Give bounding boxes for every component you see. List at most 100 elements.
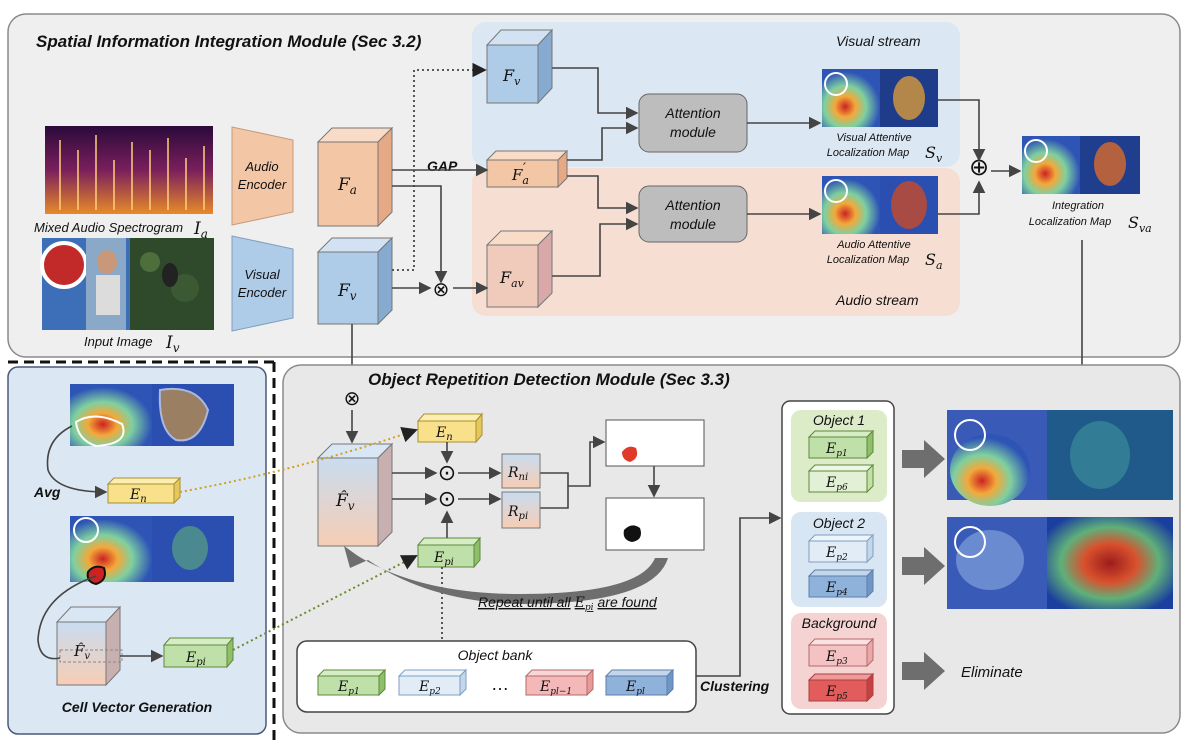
group-object1-label: Object 1 (813, 412, 865, 428)
cell-epi-label: Epi (185, 650, 206, 668)
feature-fv-top-label: Fv (502, 66, 521, 88)
audio-encoder-label-2: Encoder (238, 177, 287, 192)
attention-module-visual (638, 93, 748, 153)
epi-dotted-link (232, 555, 418, 651)
visual-map-caption: Visual Attentive (836, 132, 911, 144)
attention-visual-label: Attention (664, 105, 720, 121)
mask-black-blob (623, 525, 641, 542)
input-image (40, 238, 214, 330)
mask-box-red (605, 419, 705, 467)
feature-fv-label: Fv (337, 281, 357, 303)
cell-avg-arrow (46, 425, 108, 499)
attention-module-audio (638, 185, 748, 243)
input-image-caption: Input Image (84, 334, 153, 349)
visual-encoder-label-2: Encoder (238, 285, 287, 300)
group2-item-2: Ep4 (807, 568, 875, 599)
bank-item-3: Epl−1 (524, 668, 595, 697)
cell-fv-hat-label: F̂v (73, 642, 90, 662)
visual-attentive-map (822, 69, 938, 127)
cell-fv-hat-cube (55, 605, 123, 687)
fv-hat-label: F̂v (335, 491, 355, 513)
bank-item-4: Epl (604, 668, 675, 697)
audio-map-caption: Audio Attentive (836, 239, 911, 251)
attention-audio-label: Attention (664, 197, 720, 213)
audio-attentive-map (822, 176, 938, 234)
bank-ellipsis: … (491, 674, 509, 694)
visual-map-caption-2: Localization Map (827, 147, 910, 159)
rpi-box (501, 491, 541, 529)
result-arrow-2 (902, 547, 945, 585)
dot-operator-1: ⊙ (438, 460, 456, 485)
svg-text:Epl: Epl (625, 679, 645, 697)
result-map-object1 (947, 410, 1173, 506)
object-module-title: Object Repetition Detection Module (Sec … (368, 370, 730, 389)
audio-map-symbol: Sa (925, 250, 943, 272)
audio-stream-label: Audio stream (835, 292, 919, 308)
spectrogram-caption: Mixed Audio Spectrogram (34, 220, 183, 235)
gap-label: GAP (427, 158, 458, 174)
eliminate-label: Eliminate (961, 664, 1023, 681)
en-dotted-link (179, 426, 418, 493)
visual-stream-label: Visual stream (836, 33, 921, 49)
integration-map-caption: Integration (1052, 200, 1104, 212)
spatial-module-title: Spatial Information Integration Module (… (36, 32, 422, 51)
mask-red-blob (622, 446, 638, 462)
integration-localization-map (1022, 136, 1140, 194)
svg-text:Ep6: Ep6 (825, 475, 848, 493)
svg-text:Ep4: Ep4 (825, 580, 848, 598)
multiply-operator-top: ⊗ (433, 279, 450, 301)
detect-epi-label: Epi (433, 550, 454, 568)
cell-en-block (106, 476, 182, 505)
svg-text:Ep1: Ep1 (337, 679, 360, 697)
feature-fv-top-cube (485, 28, 554, 105)
integration-map-caption-2: Localization Map (1029, 216, 1112, 228)
eliminate-arrow (902, 652, 945, 690)
attention-audio-label-2: module (670, 216, 716, 232)
audio-encoder-label: Audio (244, 159, 278, 174)
result-arrow-1 (902, 440, 945, 478)
feature-fv-cube (316, 236, 394, 326)
cell-en-label: En (129, 487, 147, 505)
audio-map-caption-2: Localization Map (827, 254, 910, 266)
group1-item-2: Ep6 (807, 463, 875, 494)
bank-item-2: Ep2 (397, 668, 468, 697)
detection-arrows (392, 435, 661, 538)
visual-encoder-label: Visual (244, 267, 280, 282)
cell-avg-label: Avg (33, 484, 61, 500)
multiply-operator-bottom: ⊗ (344, 388, 361, 410)
feature-fa-cube (316, 126, 394, 228)
clustering-arrow (696, 511, 782, 677)
cell-bottom-map (70, 516, 234, 586)
dot-operator-2: ⊙ (438, 486, 456, 511)
cell-top-map (70, 384, 234, 448)
svg-text:Ep5: Ep5 (825, 684, 848, 702)
bank-item-1: Ep1 (316, 668, 387, 697)
feature-fa-prime-block (485, 149, 569, 189)
rni-box (501, 453, 541, 489)
group-background-label: Background (802, 615, 878, 631)
group-object2-label: Object 2 (813, 515, 865, 531)
feature-fa-prime-label: Fa′ (511, 161, 529, 187)
svg-text:Ep3: Ep3 (825, 649, 848, 667)
rpi-label: Rpi (507, 504, 528, 522)
detect-en-label: En (435, 425, 453, 443)
attention-visual-label-2: module (670, 124, 716, 140)
svg-text:Epl−1: Epl−1 (539, 679, 572, 697)
group2-item-1: Ep2 (807, 533, 875, 564)
result-map-object2 (947, 517, 1173, 609)
feature-fa-label: Fa (337, 175, 357, 197)
visual-map-symbol: Sv (925, 143, 943, 165)
clustering-label: Clustering (700, 678, 770, 694)
input-image-symbol: Iv (165, 333, 180, 355)
detect-epi-block (416, 536, 482, 569)
svg-text:Ep2: Ep2 (825, 545, 848, 563)
spectrogram-symbol: Ia (193, 219, 208, 241)
cell-module-title: Cell Vector Generation (62, 699, 212, 715)
spectrogram-image (45, 126, 213, 214)
mask-box-black (605, 497, 705, 551)
group3-item-2: Ep5 (807, 672, 875, 703)
object-bank-title: Object bank (458, 647, 534, 663)
group1-item-1: Ep1 (807, 429, 875, 460)
